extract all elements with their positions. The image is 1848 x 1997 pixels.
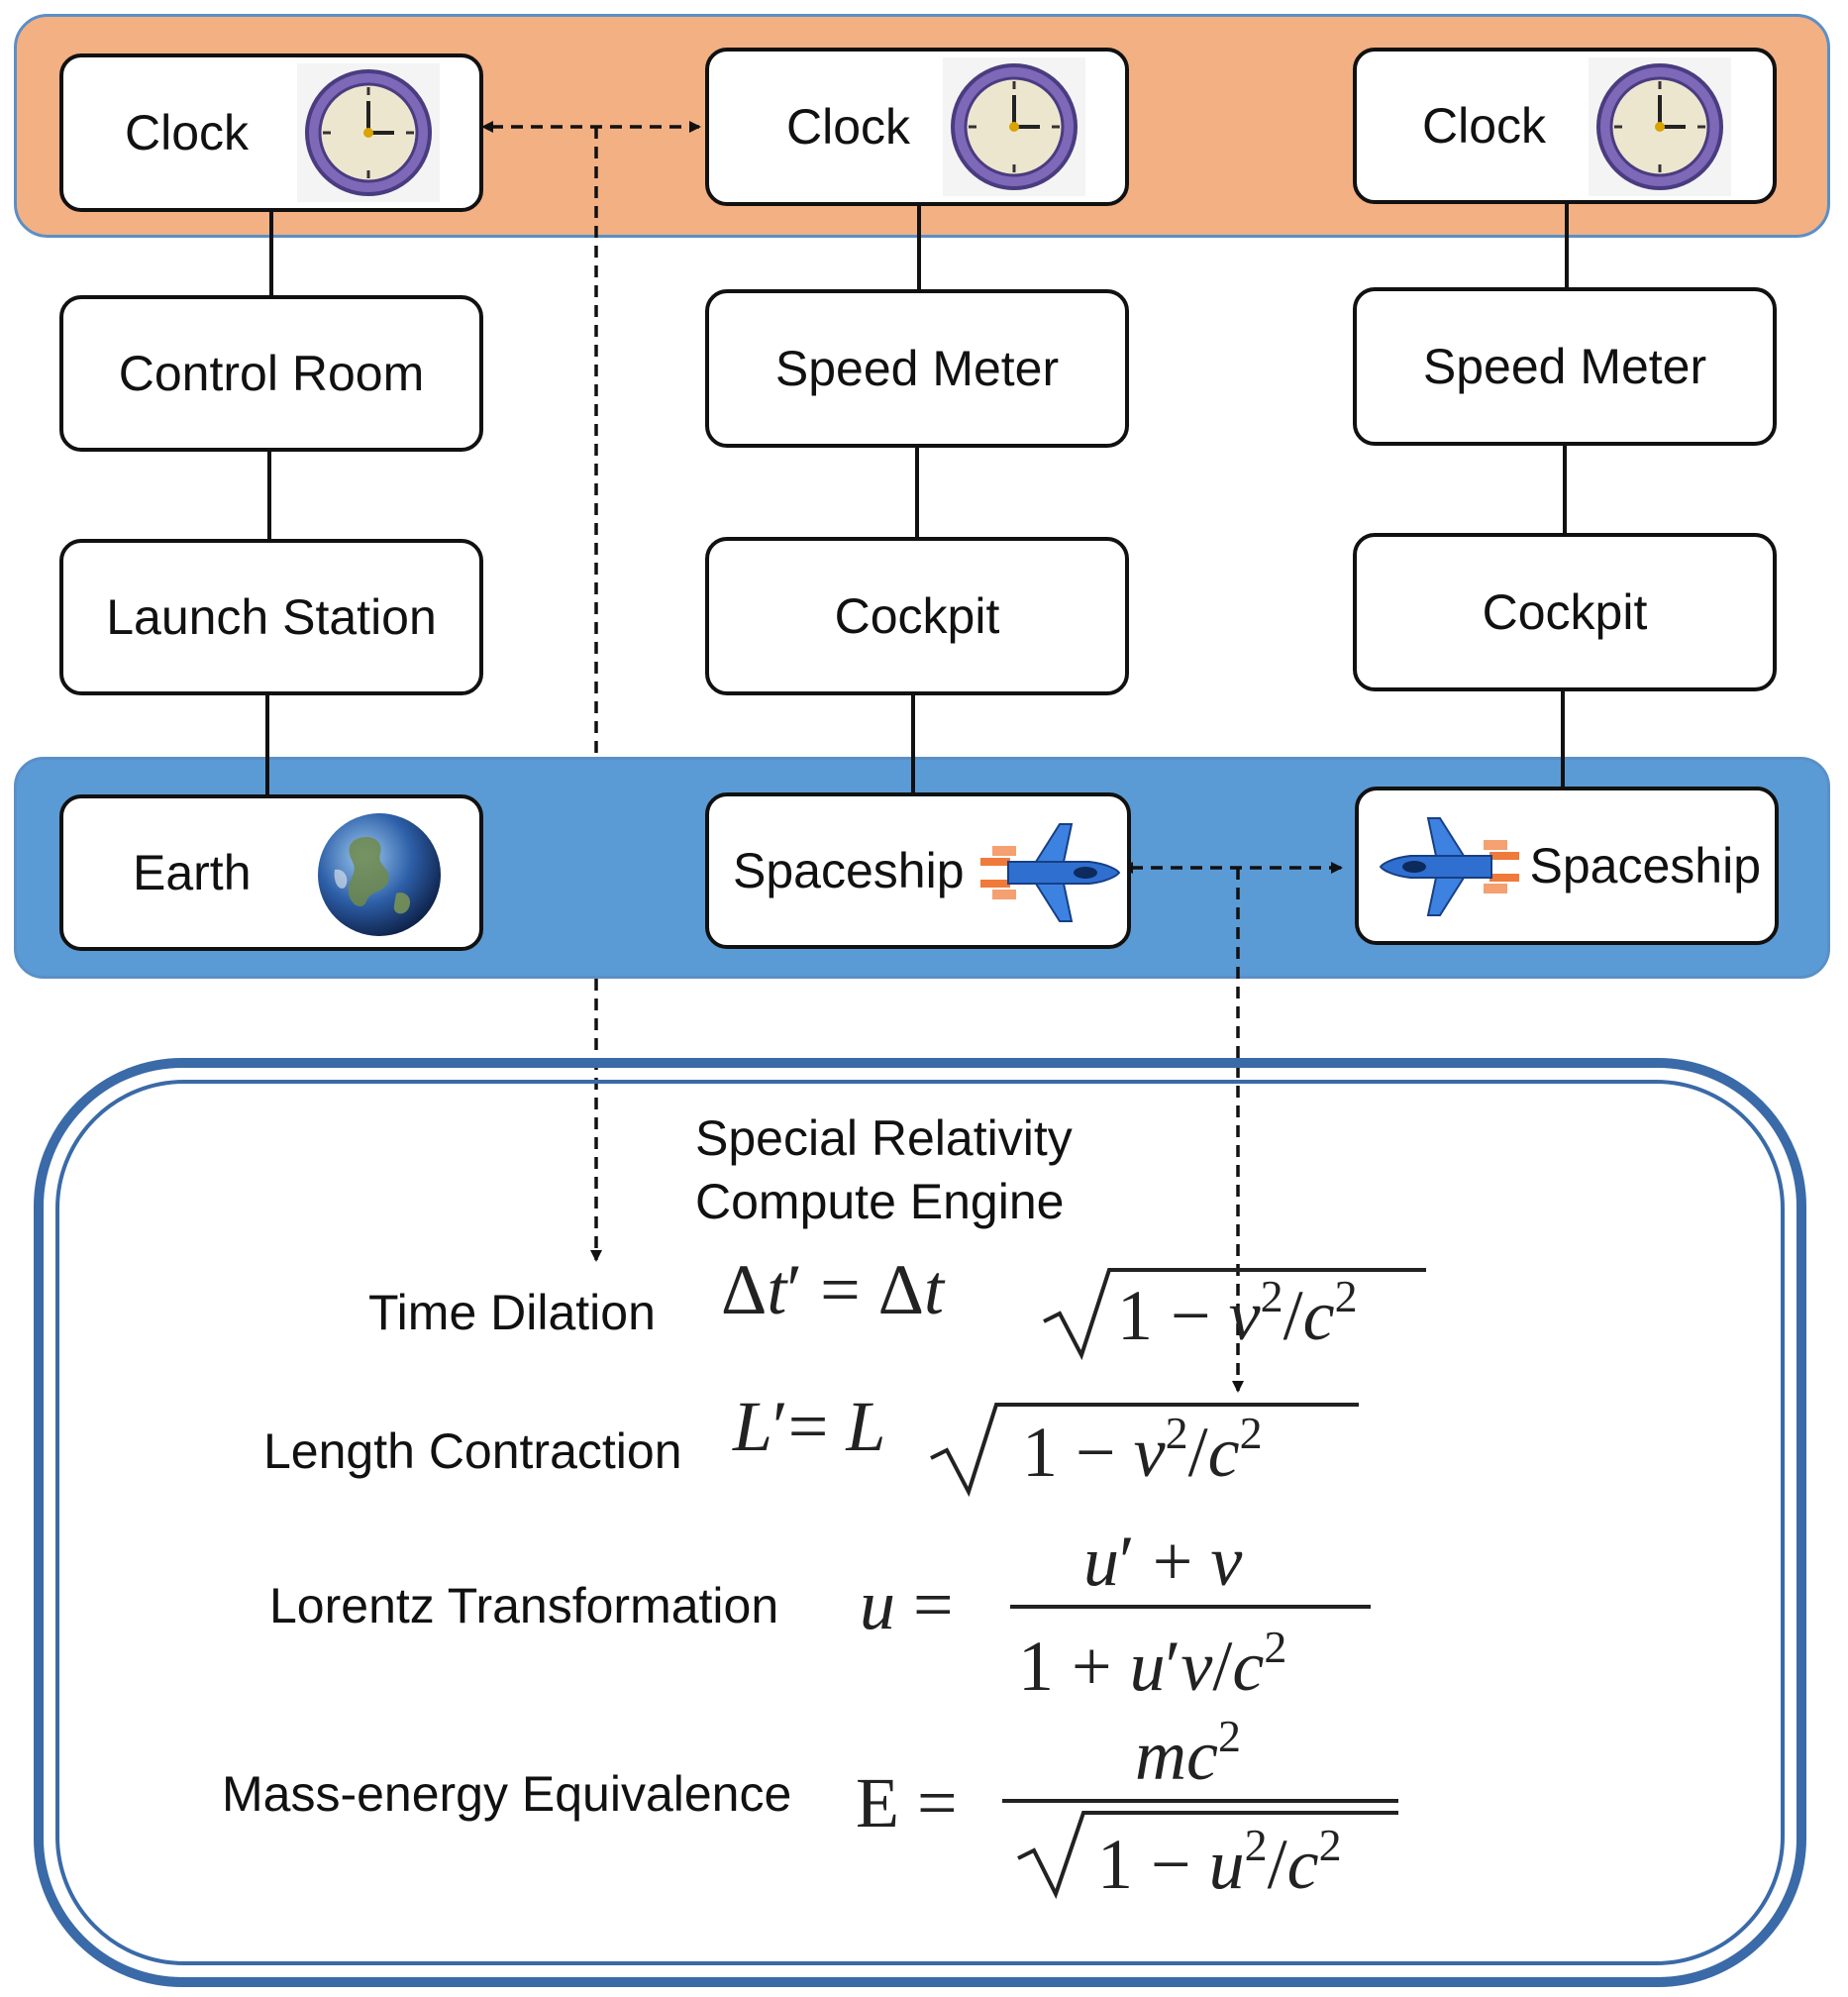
compute-engine-inner-frame <box>55 1080 1785 1965</box>
spaceship-label-1: Spaceship <box>733 843 965 898</box>
clock-node-2: Clock <box>705 48 1129 206</box>
svg-text:1 + u′v/c2: 1 + u′v/c2 <box>1018 1622 1286 1704</box>
compute-engine-frame <box>34 1058 1806 1987</box>
clock-node-2-label: Clock <box>786 99 911 155</box>
spaceship-label-2: Spaceship <box>1529 838 1762 893</box>
svg-text:L′= L: L′= L <box>732 1395 885 1466</box>
clock-node-3: Clock <box>1353 48 1777 204</box>
earth-label: Earth <box>133 845 252 900</box>
spaceship-icon <box>1377 812 1525 921</box>
svg-text:u′ + v: u′ + v <box>1083 1522 1242 1601</box>
clock-node-3-label: Clock <box>1422 98 1547 154</box>
engine-title-line2: Compute Engine <box>695 1174 1065 1229</box>
lorentz-formula: u = u′ + v 1 + u′v/c2 <box>856 1516 1390 1709</box>
svg-text:E =: E = <box>856 1763 958 1842</box>
svg-text:u =: u = <box>860 1565 954 1644</box>
length-contraction-label: Length Contraction <box>263 1423 682 1479</box>
lorentz-label: Lorentz Transformation <box>269 1578 779 1633</box>
earth-node: Earth <box>59 794 483 951</box>
svg-text:1 − v2/c2: 1 − v2/c2 <box>1117 1271 1358 1355</box>
clock-icon <box>297 63 440 202</box>
mass-energy-label: Mass-energy Equivalence <box>222 1766 792 1822</box>
cockpit-label-1: Cockpit <box>834 588 1000 644</box>
clock-icon <box>943 57 1085 196</box>
spaceship-icon <box>975 818 1123 927</box>
speed-meter-node-1: Speed Meter <box>705 289 1129 448</box>
spaceship-node-1: Spaceship <box>705 792 1131 949</box>
speed-meter-label-2: Speed Meter <box>1422 339 1707 394</box>
time-dilation-label: Time Dilation <box>368 1285 656 1340</box>
control-room-label: Control Room <box>118 346 425 401</box>
clock-node-1-label: Clock <box>125 105 250 160</box>
earth-icon <box>315 810 444 939</box>
svg-text:Δt′ = Δt: Δt′ = Δt <box>721 1260 946 1329</box>
clock-node-1: Clock <box>59 53 483 212</box>
cockpit-node-2: Cockpit <box>1353 533 1777 691</box>
length-contraction-formula: L′= L 1 − v2/c2 <box>729 1387 1363 1509</box>
svg-text:mc2: mc2 <box>1135 1711 1241 1795</box>
spaceship-node-2: Spaceship <box>1355 787 1779 945</box>
svg-text:1 − v2/c2: 1 − v2/c2 <box>1022 1408 1263 1492</box>
clock-icon <box>1589 57 1731 196</box>
cockpit-node-1: Cockpit <box>705 537 1129 695</box>
cockpit-label-2: Cockpit <box>1482 584 1648 640</box>
engine-title-line1: Special Relativity <box>695 1110 1073 1166</box>
speed-meter-node-2: Speed Meter <box>1353 287 1777 446</box>
launch-station-node: Launch Station <box>59 539 483 695</box>
time-dilation-formula: Δt′ = Δt 1 − v2/c2 <box>717 1250 1430 1374</box>
mass-energy-formula: E = mc2 1 − u2/c2 <box>852 1700 1406 1913</box>
launch-station-label: Launch Station <box>106 589 437 645</box>
control-room-node: Control Room <box>59 295 483 452</box>
svg-text:1 − u2/c2: 1 − u2/c2 <box>1097 1820 1342 1904</box>
speed-meter-label-1: Speed Meter <box>774 341 1060 396</box>
